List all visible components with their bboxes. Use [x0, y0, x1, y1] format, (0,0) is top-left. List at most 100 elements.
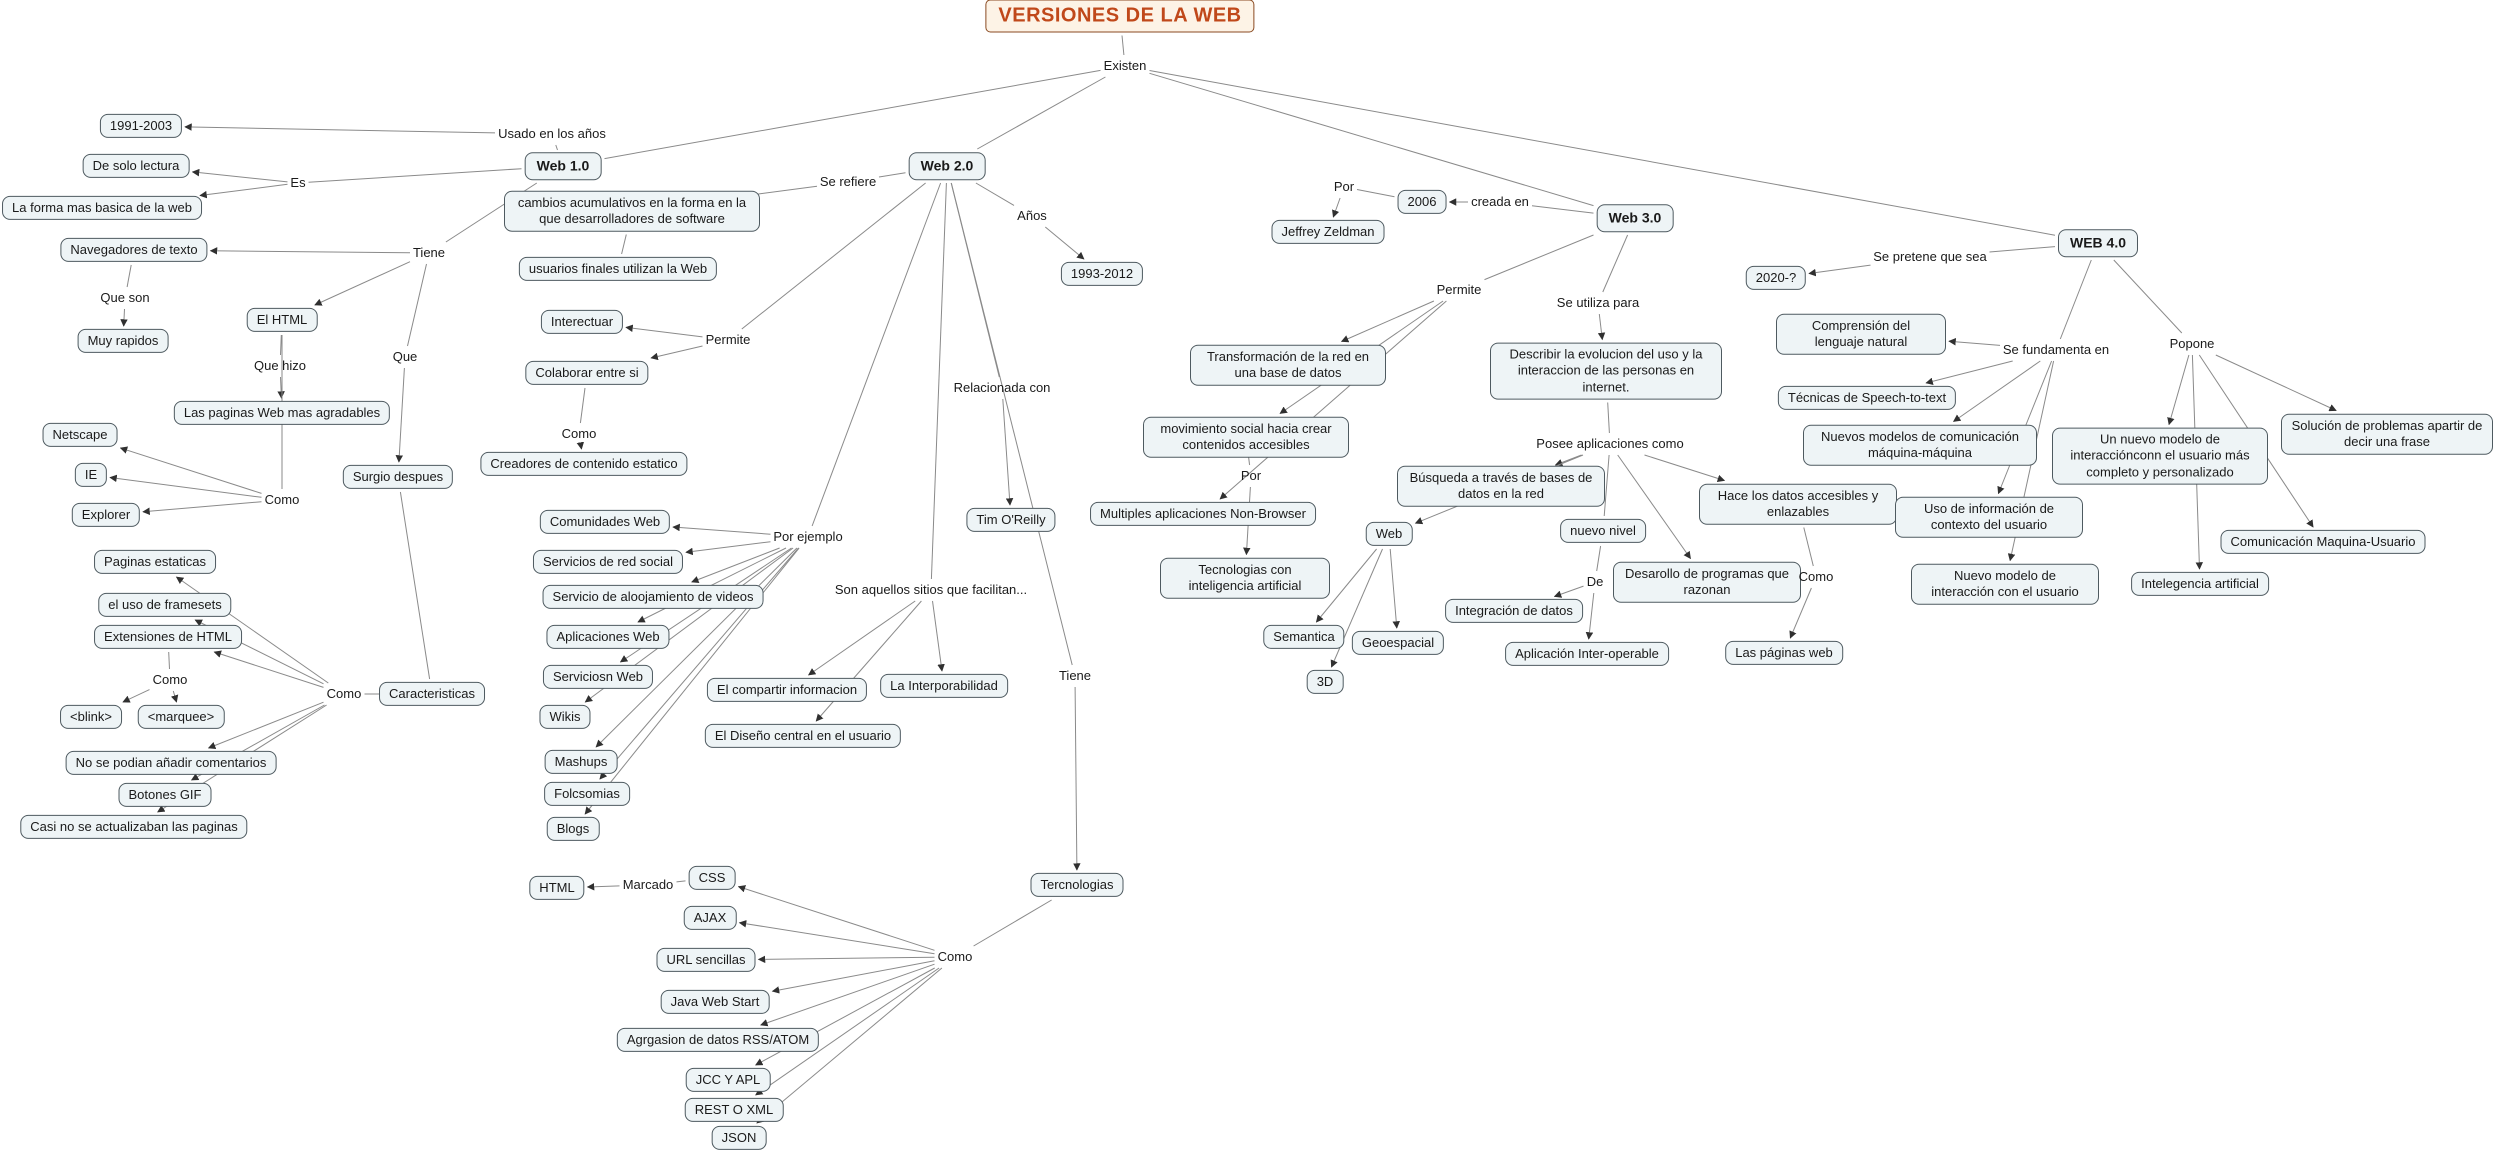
concept-node-bjcc[interactable]: JCC Y APL — [685, 1067, 771, 1093]
concept-node-bie[interactable]: IE — [74, 462, 108, 488]
concept-node-w1[interactable]: Web 1.0 — [524, 152, 602, 180]
edge-como5-bjson — [756, 967, 943, 1124]
edge-title-existen — [1121, 35, 1125, 56]
concept-node-bcolaborar[interactable]: Colaborar entre si — [525, 360, 649, 386]
concept-node-bmuy[interactable]: Muy rapidos — [77, 328, 169, 354]
concept-node-bcarac[interactable]: Caracteristicas — [379, 681, 485, 707]
concept-node-bwikis[interactable]: Wikis — [539, 704, 591, 730]
concept-node-btransf[interactable]: Transformación de la red en una base de … — [1190, 344, 1386, 386]
concept-node-bblogs[interactable]: Blogs — [546, 816, 600, 842]
concept-node-b2020[interactable]: 2020-? — [1745, 265, 1807, 291]
concept-node-blaspaginas[interactable]: Las páginas web — [1725, 640, 1843, 666]
edge-w3-creadaen — [1531, 205, 1594, 214]
concept-node-bnuevosmod[interactable]: Nuevos modelos de comunicación máquina-m… — [1803, 424, 2037, 466]
concept-node-bsolucion[interactable]: Solución de problemas apartir de decir u… — [2281, 413, 2493, 455]
concept-node-bframesets[interactable]: el uso de framesets — [98, 592, 232, 618]
concept-node-bserviciosn[interactable]: Serviciosn Web — [542, 664, 654, 690]
concept-node-bcomunicmu[interactable]: Comunicación Maquina-Usuario — [2220, 529, 2426, 555]
concept-node-bbusqueda[interactable]: Búsqueda a través de bases de datos en l… — [1397, 465, 1605, 507]
concept-node-burl[interactable]: URL sencillas — [656, 947, 756, 973]
concept-node-bdescribir[interactable]: Describir la evolucion del uso y la inte… — [1490, 342, 1722, 400]
concept-node-bintelegencia[interactable]: Intelegencia artificial — [2131, 571, 2269, 597]
concept-node-binterop[interactable]: La Interporabilidad — [880, 673, 1008, 699]
edge-w2-tiene2 — [950, 182, 1073, 666]
concept-node-brest[interactable]: REST O XML — [684, 1097, 784, 1123]
edge-w4-sefundamenta — [2059, 259, 2092, 340]
edge-w2-permite1 — [741, 182, 926, 330]
concept-node-bblink[interactable]: <blink> — [60, 704, 122, 730]
concept-node-bfolcs[interactable]: Folcsomias — [544, 781, 630, 807]
concept-node-bnetscape[interactable]: Netscape — [42, 422, 118, 448]
concept-node-bmashups[interactable]: Mashups — [544, 749, 618, 775]
concept-node-bjavaws[interactable]: Java Web Start — [660, 989, 770, 1015]
concept-node-bpagest[interactable]: Paginas estaticas — [94, 549, 216, 575]
concept-node-bvideos[interactable]: Servicio de aloojamiento de videos — [542, 584, 764, 610]
concept-node-bhtml[interactable]: HTML — [529, 875, 585, 901]
concept-node-b1993[interactable]: 1993-2012 — [1060, 261, 1144, 287]
concept-node-bnuevonivel[interactable]: nuevo nivel — [1560, 518, 1646, 544]
concept-node-bcomprension[interactable]: Comprensión del lenguaje natural — [1776, 313, 1946, 355]
concept-node-btecnicas[interactable]: Técnicas de Speech-to-text — [1777, 385, 1957, 411]
concept-node-bagreg[interactable]: Agrgasion de datos RSS/ATOM — [616, 1027, 820, 1053]
concept-node-w3[interactable]: Web 3.0 — [1596, 204, 1674, 232]
concept-node-bhacedatos[interactable]: Hace los datos accesibles y enlazables — [1699, 483, 1897, 525]
concept-node-bajax[interactable]: AJAX — [683, 905, 737, 931]
concept-node-b3d[interactable]: 3D — [1306, 669, 1344, 695]
concept-node-bmarquee[interactable]: <marquee> — [137, 704, 225, 730]
concept-node-busoinfo[interactable]: Uso de información de contexto del usuar… — [1895, 496, 2083, 538]
concept-node-busuarios[interactable]: usuarios finales utilizan la Web — [518, 256, 718, 282]
edge-bweb-bgeo — [1389, 548, 1400, 629]
concept-node-w4[interactable]: WEB 4.0 — [2057, 229, 2139, 257]
concept-node-btim[interactable]: Tim O'Reilly — [966, 507, 1056, 533]
concept-node-bmov[interactable]: movimiento social hacia crear contenidos… — [1143, 416, 1349, 458]
concept-node-bredsocial[interactable]: Servicios de red social — [532, 549, 684, 575]
concept-node-bcomunidades[interactable]: Comunidades Web — [539, 509, 671, 535]
concept-node-bcompartir[interactable]: El compartir informacion — [706, 677, 868, 703]
concept-node-bunnuevo[interactable]: Un nuevo modelo de interacciónconn el us… — [2052, 427, 2268, 485]
edge-tiene2-btercno — [1073, 686, 1081, 871]
concept-node-belhtml[interactable]: El HTML — [246, 307, 318, 333]
edge-w2-serefiere — [878, 172, 906, 178]
concept-node-bagradables[interactable]: Las paginas Web mas agradables — [173, 400, 391, 426]
concept-node-bnaveg[interactable]: Navegadores de texto — [60, 237, 208, 263]
concept-node-bexplorer[interactable]: Explorer — [71, 502, 141, 528]
edge-w3-seutiliza — [1602, 234, 1629, 293]
concept-node-baplic[interactable]: Aplicaciones Web — [546, 624, 670, 650]
link-label-como4: Como — [561, 425, 597, 441]
concept-node-bjson[interactable]: JSON — [711, 1125, 767, 1151]
concept-node-bnuevomodint[interactable]: Nuevo modelo de interacción con el usuar… — [1911, 563, 2099, 605]
concept-node-bsurgio[interactable]: Surgio despues — [342, 464, 454, 490]
edge-posee-bdesarollo — [1617, 454, 1691, 560]
concept-node-bcreadores[interactable]: Creadores de contenido estatico — [480, 451, 688, 477]
concept-node-bbotones[interactable]: Botones GIF — [118, 782, 212, 808]
concept-node-b2006[interactable]: 2006 — [1397, 189, 1447, 215]
concept-node-bdiseno[interactable]: El Diseño central en el usuario — [704, 723, 902, 749]
concept-node-bmultiples[interactable]: Multiples aplicaciones Non-Browser — [1090, 501, 1316, 527]
concept-node-bweb[interactable]: Web — [1365, 521, 1413, 547]
concept-node-title[interactable]: VERSIONES DE LA WEB — [985, 0, 1255, 33]
concept-node-bjeffrey[interactable]: Jeffrey Zeldman — [1271, 219, 1385, 245]
concept-node-w2[interactable]: Web 2.0 — [908, 152, 986, 180]
concept-node-b1991[interactable]: 1991-2003 — [99, 113, 183, 139]
concept-node-btercno[interactable]: Tercnologias — [1030, 872, 1124, 898]
edge-sefundamenta-bcomprension — [1948, 338, 2001, 346]
edge-de1-binteroperable — [1585, 592, 1595, 640]
concept-node-binteroperable[interactable]: Aplicación Inter-operable — [1505, 641, 1669, 667]
concept-node-bgeo[interactable]: Geoespacial — [1351, 630, 1445, 656]
concept-node-bbasica[interactable]: La forma mas basica de la web — [2, 195, 202, 221]
concept-node-bintegracion[interactable]: Integración de datos — [1445, 598, 1583, 624]
concept-node-bcss[interactable]: CSS — [688, 865, 736, 891]
concept-node-bext[interactable]: Extensiones de HTML — [94, 624, 242, 650]
concept-node-bcambios[interactable]: cambios acumulativos en la forma en la q… — [504, 190, 760, 232]
link-label-permite2: Permite — [1436, 281, 1482, 297]
concept-node-bdesarollo[interactable]: Desarollo de programas que razonan — [1613, 561, 1801, 603]
concept-node-bsolo[interactable]: De solo lectura — [82, 153, 190, 179]
concept-node-bcasi[interactable]: Casi no se actualizaban las paginas — [20, 814, 248, 840]
concept-node-binterectuar[interactable]: Interectuar — [540, 309, 624, 335]
edge-porejemplo-bredsocial — [685, 541, 771, 556]
concept-node-bsemantica[interactable]: Semantica — [1263, 624, 1345, 650]
edge-permite2-btransf — [1340, 300, 1435, 343]
concept-node-bnocoment[interactable]: No se podian añadir comentarios — [65, 750, 277, 776]
concept-node-btecia[interactable]: Tecnologias con inteligencia artificial — [1160, 557, 1330, 599]
